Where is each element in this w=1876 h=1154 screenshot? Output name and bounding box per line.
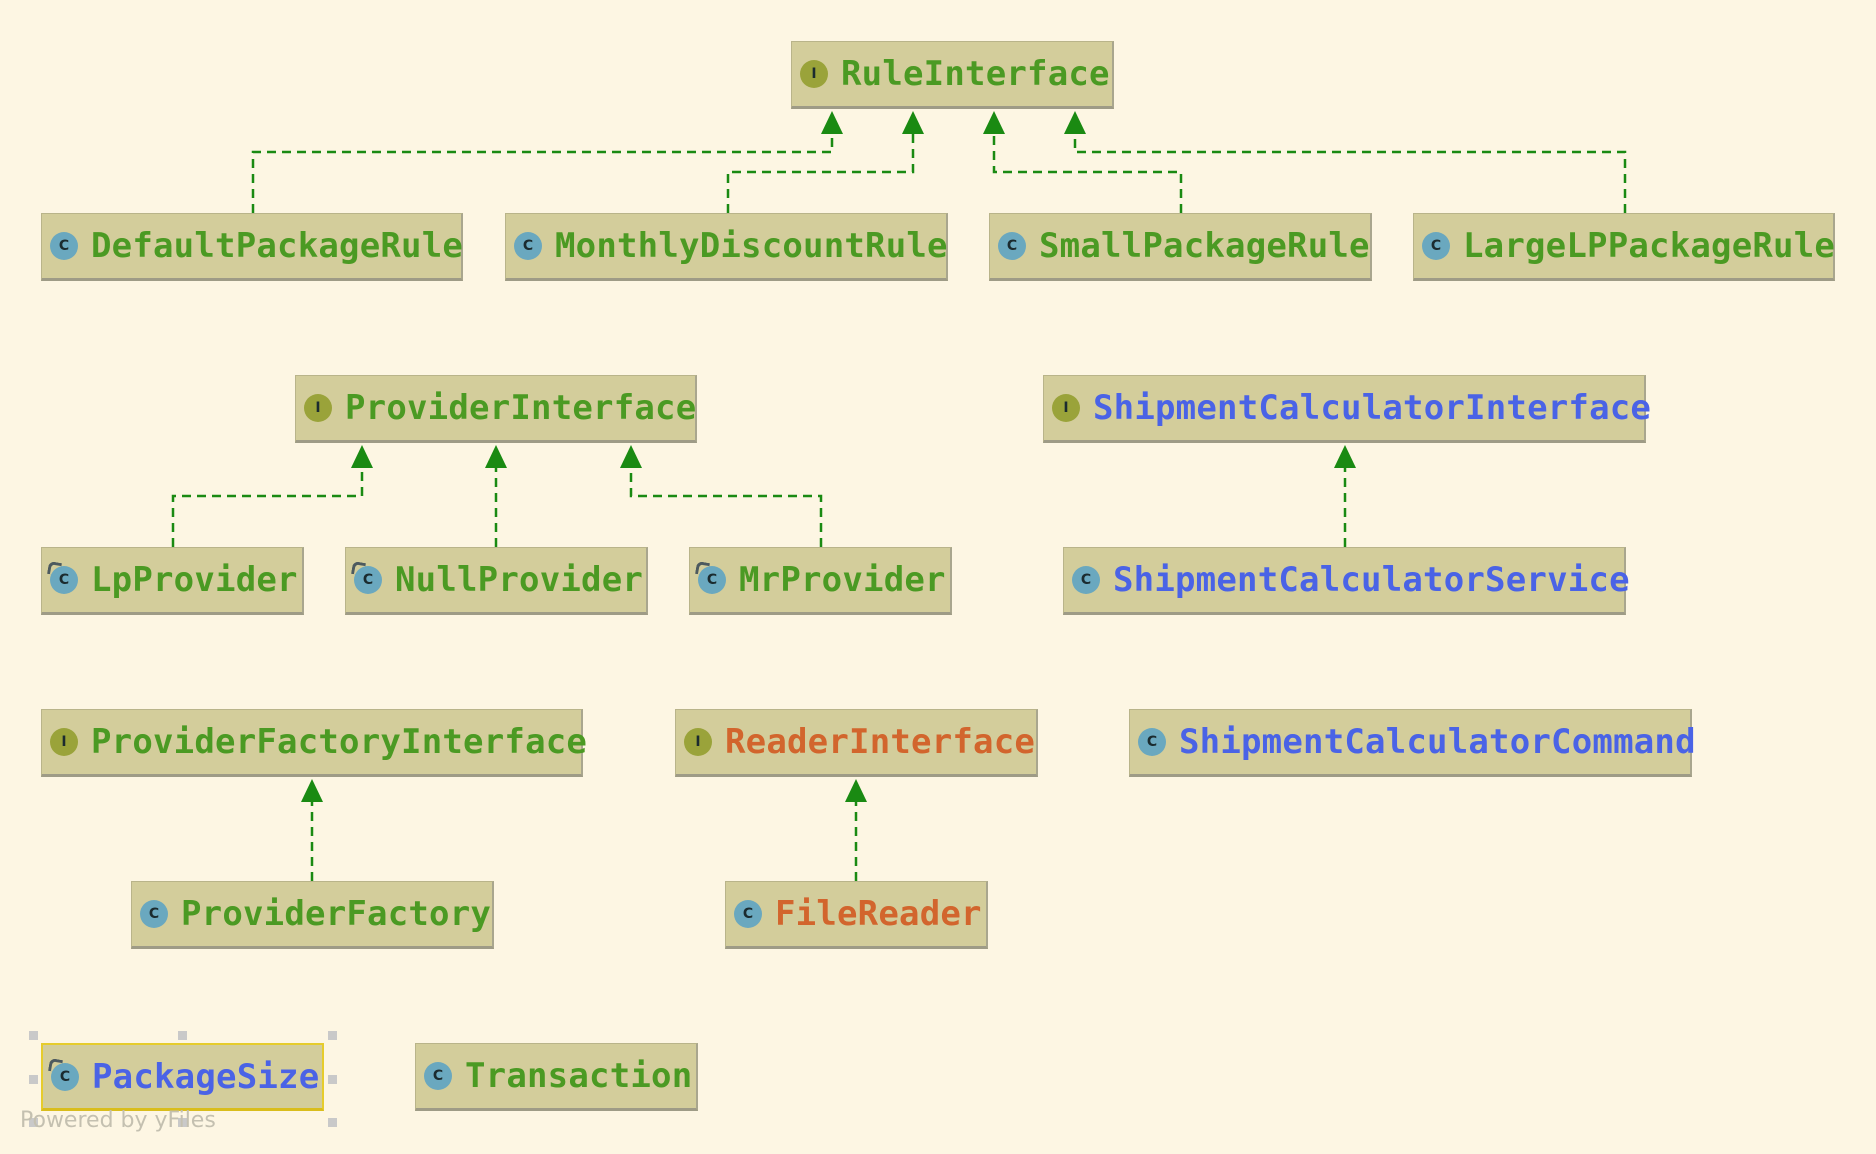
class-badge-letter: C [362, 572, 374, 588]
edge-defaultpackagerule-ruleinterface [251, 134, 834, 213]
node-label: FileReader [775, 894, 982, 934]
final-class-icon: C [694, 560, 726, 594]
node-transaction[interactable]: C Transaction [415, 1043, 698, 1111]
edge-monthlydiscountrule-ruleinterface [726, 134, 915, 213]
node-label: ShipmentCalculatorCommand [1179, 722, 1696, 762]
edge-largelppackagerule-ruleinterface [1073, 134, 1627, 213]
node-large-lp-package-rule[interactable]: C LargeLPPackageRule [1413, 213, 1835, 281]
node-label: Transaction [465, 1056, 693, 1096]
edge-smallpackagerule-ruleinterface [992, 134, 1183, 213]
class-icon: C [1422, 232, 1450, 260]
class-badge-letter: C [706, 572, 718, 588]
node-label: MonthlyDiscountRule [555, 226, 948, 266]
edge-lpprovider-providerinterface [171, 468, 364, 547]
class-icon: C [514, 232, 542, 260]
node-label: RuleInterface [841, 54, 1110, 94]
selection-handle-s[interactable] [178, 1118, 187, 1127]
node-label: ReaderInterface [725, 722, 1036, 762]
node-reader-interface[interactable]: I ReaderInterface [675, 709, 1038, 777]
node-null-provider[interactable]: C NullProvider [345, 547, 648, 615]
lock-icon [694, 560, 711, 577]
interface-icon: I [684, 728, 712, 756]
final-class-icon: C [350, 560, 382, 594]
node-monthly-discount-rule[interactable]: C MonthlyDiscountRule [505, 213, 948, 281]
interface-icon: I [800, 60, 828, 88]
arrowhead-readerinterface [845, 779, 867, 802]
node-label: ProviderFactoryInterface [91, 722, 588, 762]
class-icon: C [1138, 728, 1166, 756]
arrowhead-providerinterface-3 [620, 445, 642, 468]
arrowhead-providerinterface-1 [351, 445, 373, 468]
node-shipment-calculator-service[interactable]: C ShipmentCalculatorService [1063, 547, 1630, 615]
class-icon: C [424, 1062, 452, 1090]
lock-icon [350, 560, 367, 577]
class-icon: C [140, 900, 168, 928]
node-lp-provider[interactable]: C LpProvider [41, 547, 304, 615]
lock-icon [47, 1057, 64, 1073]
interface-icon: I [304, 394, 332, 422]
arrowhead-ruleinterface-4 [1064, 111, 1086, 134]
arrowhead-shipmentcalculatorinterface [1334, 445, 1356, 468]
class-badge-letter: C [59, 1068, 71, 1085]
node-label: LargeLPPackageRule [1463, 226, 1836, 266]
node-file-reader[interactable]: C FileReader [725, 881, 988, 949]
class-icon: C [1072, 566, 1100, 594]
node-shipment-calculator-command[interactable]: C ShipmentCalculatorCommand [1129, 709, 1696, 777]
class-icon: C [50, 232, 78, 260]
node-provider-factory-interface[interactable]: I ProviderFactoryInterface [41, 709, 587, 777]
node-provider-interface[interactable]: I ProviderInterface [295, 375, 697, 443]
final-class-icon: C [46, 560, 78, 594]
node-label: PackageSize [92, 1056, 320, 1097]
selection-handle-ne[interactable] [328, 1031, 337, 1040]
lock-icon [46, 560, 63, 577]
selection-handle-n[interactable] [178, 1031, 187, 1040]
node-label: ProviderInterface [345, 388, 697, 428]
node-default-package-rule[interactable]: C DefaultPackageRule [41, 213, 463, 281]
node-small-package-rule[interactable]: C SmallPackageRule [989, 213, 1372, 281]
powered-by-watermark: Powered by yFiles [20, 1108, 216, 1133]
selection-handle-nw[interactable] [29, 1031, 38, 1040]
node-provider-factory[interactable]: C ProviderFactory [131, 881, 494, 949]
interface-icon: I [50, 728, 78, 756]
node-label: MrProvider [739, 560, 946, 600]
selection-handle-sw[interactable] [29, 1118, 38, 1127]
selection-handle-e[interactable] [328, 1075, 337, 1084]
selection-handle-se[interactable] [328, 1118, 337, 1127]
interface-icon: I [1052, 394, 1080, 422]
arrowhead-providerfactoryinterface [301, 779, 323, 802]
node-label: ShipmentCalculatorInterface [1093, 388, 1652, 428]
node-label: NullProvider [395, 560, 644, 600]
node-package-size[interactable]: C PackageSize [41, 1043, 324, 1111]
class-icon: C [998, 232, 1026, 260]
class-icon: C [734, 900, 762, 928]
arrowhead-ruleinterface-2 [902, 111, 924, 134]
final-class-icon: C [47, 1057, 79, 1091]
node-label: SmallPackageRule [1039, 226, 1370, 266]
arrowhead-ruleinterface-1 [821, 111, 843, 134]
node-rule-interface[interactable]: I RuleInterface [791, 41, 1114, 109]
arrowhead-ruleinterface-3 [983, 111, 1005, 134]
node-label: ShipmentCalculatorService [1113, 560, 1630, 600]
node-shipment-calculator-interface[interactable]: I ShipmentCalculatorInterface [1043, 375, 1651, 443]
node-label: ProviderFactory [181, 894, 492, 934]
class-badge-letter: C [58, 572, 70, 588]
arrowhead-providerinterface-2 [485, 445, 507, 468]
edge-mrprovider-providerinterface [629, 468, 823, 547]
node-label: DefaultPackageRule [91, 226, 464, 266]
node-mr-provider[interactable]: C MrProvider [689, 547, 952, 615]
selection-handle-w[interactable] [29, 1075, 38, 1084]
node-label: LpProvider [91, 560, 298, 600]
